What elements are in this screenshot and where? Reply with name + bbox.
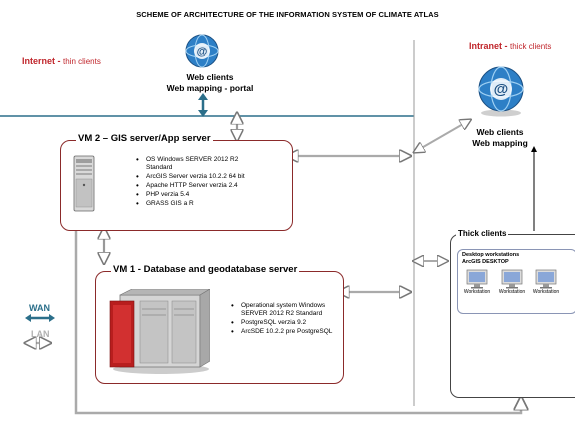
internet-web-clients-line2: Web mapping - portal (166, 83, 254, 93)
list-item: Apache HTTP Server verzia 2.4 (136, 182, 286, 190)
intranet-web-clients-line2: Web mapping (472, 138, 528, 148)
list-item: OS Windows SERVER 2012 R2 Standard (136, 156, 241, 172)
internet-label: Internet - thin clients (22, 56, 101, 66)
workstation-item: Workstation (528, 269, 564, 295)
globe-icon: @ (474, 64, 528, 118)
workstation-label: Workstation (498, 289, 526, 295)
svg-text:@: @ (494, 81, 509, 98)
list-item: PHP verzia 5.4 (136, 191, 286, 199)
legend-wan-label: WAN (29, 303, 50, 313)
workstation-label: Workstation (532, 289, 560, 295)
vm1-software-list: Operational system Windows SERVER 2012 R… (231, 302, 336, 337)
globe-icon: @ (184, 33, 220, 69)
divider-web-link (418, 120, 470, 150)
intranet-label-main: Intranet - (469, 41, 508, 51)
workstation-item: Workstation (494, 269, 530, 295)
vm2-bottom-loop (74, 228, 521, 415)
legend-lan-label: LAN (31, 329, 50, 339)
portal-link-arrow-head-top (198, 93, 208, 100)
monitor-icon (501, 269, 523, 289)
intranet-web-clients-text: Web clients Web mapping (455, 127, 545, 149)
intranet-web-clients-line1: Web clients (476, 127, 524, 137)
group-line2: ArcGIS DESKTOP (462, 259, 509, 265)
wan-arrow-right-head (49, 314, 55, 322)
group-line1: Desktop workstations (462, 252, 520, 258)
list-item: ArcGIS Server verzia 10.2.2 64 bit (136, 173, 286, 181)
intranet-label-sub: thick clients (510, 42, 552, 51)
svg-text:@: @ (197, 46, 208, 58)
thick-clients-title: Thick clients (456, 229, 509, 238)
database-server-icon (106, 288, 212, 375)
intranet-label: Intranet - thick clients (469, 41, 551, 51)
vm2-software-list: OS Windows SERVER 2012 R2 Standard ArcGI… (136, 156, 286, 209)
vm1-title: VM 1 - Database and geodatabase server (111, 264, 300, 275)
wan-arrow-left-head (25, 314, 31, 322)
workstation-item: Workstation (459, 269, 495, 295)
internet-web-clients-text: Web clients Web mapping - portal (150, 72, 270, 94)
internet-web-clients-line1: Web clients (186, 72, 234, 82)
portal-link-arrow-head-bottom (198, 110, 208, 117)
workstation-label: Workstation (463, 289, 491, 295)
diagram-title: SCHEME OF ARCHITECTURE OF THE INFORMATIO… (136, 10, 439, 19)
internet-label-main: Internet - (22, 56, 61, 66)
list-item: PostgreSQL verzia 9.2 (231, 319, 336, 327)
monitor-icon (535, 269, 557, 289)
internet-label-sub: thin clients (63, 57, 101, 66)
list-item: Operational system Windows SERVER 2012 R… (231, 302, 336, 318)
list-item: GRASS GIS a R (136, 200, 286, 208)
tower-server-icon (72, 155, 96, 213)
list-item: ArcSDE 10.2.2 pre PostgreSQL (231, 328, 336, 336)
monitor-icon (466, 269, 488, 289)
vm2-title: VM 2 – GIS server/App server (76, 133, 213, 144)
